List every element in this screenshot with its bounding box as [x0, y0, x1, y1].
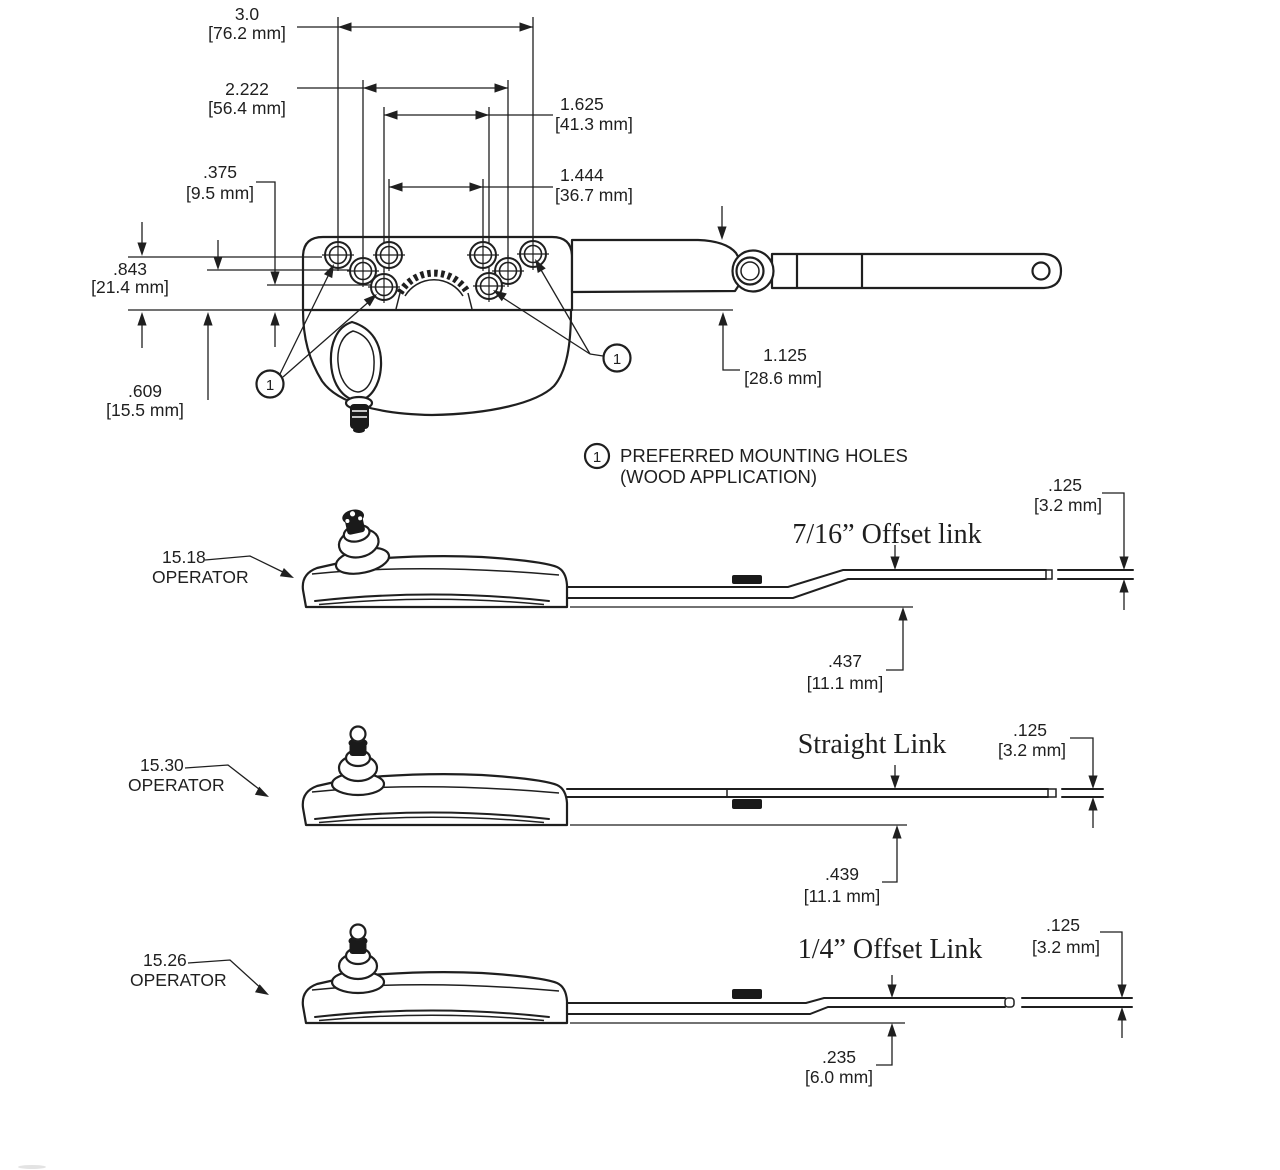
dim-1.625-in: 1.625: [560, 94, 604, 114]
dim-.609-in: .609: [128, 381, 162, 401]
dim-.843-in: .843: [113, 259, 147, 279]
dim-.125-in: .125: [1013, 720, 1047, 740]
dim-.125-in: .125: [1048, 475, 1082, 495]
dim-3.0-mm: [76.2 mm]: [208, 23, 286, 43]
operator-word: OPERATOR: [152, 567, 249, 587]
dim-thickness-125: .125 [3.2 mm]: [998, 720, 1098, 828]
operator-model: 15.18: [162, 547, 206, 567]
dim-link-height-235: .235 [6.0 mm]: [805, 975, 897, 1087]
dim-3.0-in: 3.0: [235, 4, 260, 24]
mounting-note: 1 PREFERRED MOUNTING HOLES (WOOD APPLICA…: [583, 442, 908, 487]
dim-.843-mm: [21.4 mm]: [91, 277, 169, 297]
dim-.125-in: .125: [1046, 915, 1080, 935]
link-type-label: Straight Link: [798, 729, 947, 760]
dim-width-second: 2.222 [56.4 mm]: [208, 79, 508, 118]
link-bracket-tab: [732, 799, 762, 809]
note-line1: PREFERRED MOUNTING HOLES: [620, 445, 908, 466]
offset-link-arm: [566, 569, 1134, 599]
balloon-callout-left: 1: [255, 261, 381, 399]
dim-hole-row-large: .843 [21.4 mm]: [91, 222, 169, 348]
link-bracket-tab: [732, 989, 762, 999]
dim-.375-mm: [9.5 mm]: [186, 183, 254, 203]
operator-word: OPERATOR: [128, 775, 225, 795]
stud-tip: [353, 427, 365, 433]
arm-pivot-hole: [735, 256, 765, 286]
dim-.439-mm: [11.1 mm]: [804, 886, 881, 906]
dim-width-overall: 3.0 [76.2 mm]: [208, 4, 533, 43]
dim-1.625-mm: [41.3 mm]: [555, 114, 633, 134]
dim-.609-mm: [15.5 mm]: [106, 400, 184, 420]
note-line2: (WOOD APPLICATION): [620, 466, 817, 487]
spindle: [324, 503, 393, 580]
dim-width-third: 1.625 [41.3 mm]: [384, 94, 633, 134]
dim-1.444-in: 1.444: [560, 165, 604, 185]
spindle: [330, 923, 386, 995]
dim-hole-row-mid: .609 [15.5 mm]: [106, 240, 223, 420]
dim-.437-mm: [11.1 mm]: [807, 673, 884, 693]
operator-model: 15.30: [140, 755, 184, 775]
dim-.125-mm: [3.2 mm]: [1032, 937, 1100, 957]
side-view-1526: .235 [6.0 mm] .125 [3.2 mm] 1/4” Offset …: [130, 915, 1133, 1087]
dim-.437-in: .437: [828, 651, 862, 671]
dim-1.444-mm: [36.7 mm]: [555, 185, 633, 205]
dim-1.125-mm: [28.6 mm]: [744, 368, 822, 388]
dim-thickness-125: .125 [3.2 mm]: [1034, 475, 1129, 610]
operator-word: OPERATOR: [130, 970, 227, 990]
straight-link-arm: [566, 788, 1104, 809]
balloon-label: 1: [613, 351, 621, 368]
dim-.125-mm: [3.2 mm]: [1034, 495, 1102, 515]
balloon-label: 1: [266, 377, 274, 394]
side-view-1530: .439 [11.1 mm] .125 [3.2 mm] Straight Li…: [128, 720, 1104, 906]
dim-.235-mm: [6.0 mm]: [805, 1067, 873, 1087]
arm-end-hole: [1031, 261, 1051, 281]
offset-link-arm: [566, 989, 1133, 1015]
extension-lines: [337, 17, 534, 272]
dim-2.222-mm: [56.4 mm]: [208, 98, 286, 118]
link-bracket-tab: [732, 575, 762, 584]
operator-label: 15.18 OPERATOR: [152, 547, 297, 587]
dim-width-inner: 1.444 [36.7 mm]: [389, 165, 633, 205]
dim-1.125-in: 1.125: [763, 345, 807, 365]
scan-artifact: [18, 1165, 46, 1169]
link-type-label: 7/16” Offset link: [792, 519, 981, 550]
operator-label: 15.30 OPERATOR: [128, 755, 272, 802]
link-type-label: 1/4” Offset Link: [798, 934, 983, 965]
dim-link-height-437: .437 [11.1 mm]: [807, 545, 908, 693]
dim-thickness-125: .125 [3.2 mm]: [1032, 915, 1127, 1038]
dim-.375-in: .375: [203, 162, 237, 182]
operator-arm: [570, 238, 1063, 294]
operator-label: 15.26 OPERATOR: [130, 950, 272, 999]
operator-model: 15.26: [143, 950, 187, 970]
dim-link-height-439: .439 [11.1 mm]: [804, 765, 902, 906]
dim-hole-row-small: .375 [9.5 mm]: [186, 162, 280, 347]
dim-arm-offset: 1.125 [28.6 mm]: [717, 206, 822, 388]
top-view: 3.0 [76.2 mm] 2.222 [56.4 mm] 1.625 [41.…: [91, 4, 1063, 487]
balloon-callout-right: 1: [490, 256, 632, 373]
spindle: [330, 725, 386, 797]
dim-2.222-in: 2.222: [225, 79, 269, 99]
dim-.439-in: .439: [825, 864, 859, 884]
side-view-1518: .437 [11.1 mm] .125 [3.2 mm] 7/16” Offse…: [152, 475, 1134, 693]
worm-cover-inner: [337, 330, 375, 393]
operator-housing: [301, 308, 573, 417]
gear-sector: [395, 269, 473, 310]
dim-.235-in: .235: [822, 1047, 856, 1067]
arm-pivot-cap: [731, 249, 775, 293]
dim-.125-mm: [3.2 mm]: [998, 740, 1066, 760]
note-balloon-label: 1: [593, 449, 601, 466]
